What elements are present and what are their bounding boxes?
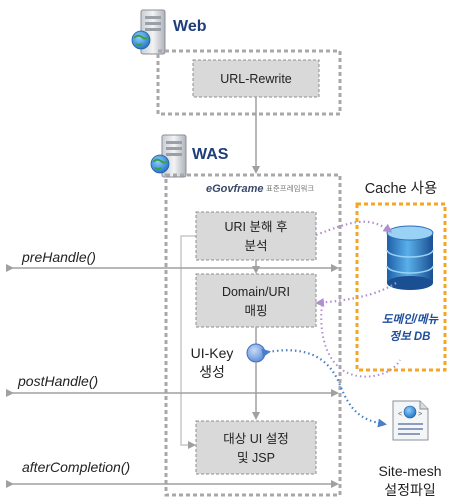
web-label: Web <box>173 18 207 35</box>
domain-mapping-line1: Domain/URI <box>222 285 290 299</box>
was-container-box <box>164 173 342 497</box>
web-server-icon <box>131 9 166 55</box>
egovframe-logo: eGovframe <box>206 183 263 195</box>
egovframe-subtitle: 표준프레임워크 <box>266 184 314 193</box>
url-rewrite-box <box>192 59 320 98</box>
cache-label: Cache 사용 <box>365 180 438 197</box>
database-icon <box>386 225 434 290</box>
target-ui-line2: 및 JSP <box>237 451 275 465</box>
uri-analysis-line1: URI 분해 후 <box>225 220 288 234</box>
target-ui-box <box>195 420 317 475</box>
was-server-icon <box>150 134 187 178</box>
aftercompletion-label: afterCompletion() <box>22 459 130 475</box>
target-ui-line1: 대상 UI 설정 <box>223 432 288 446</box>
left-flow-bracket <box>180 235 196 449</box>
web-container-box <box>156 49 342 116</box>
sitemesh-label-line2: 설정파일 <box>384 482 436 498</box>
was-label: WAS <box>192 146 229 163</box>
mapping-to-db-loop <box>320 304 401 378</box>
db-label-line1: 도메인/메뉴 <box>382 313 440 326</box>
uri-analysis-line2: 분석 <box>244 239 267 253</box>
posthandle-label: postHandle() <box>17 373 98 389</box>
prehandle-label: preHandle() <box>21 249 96 265</box>
ui-key-node <box>246 343 266 363</box>
analysis-to-db-arrow <box>315 220 393 237</box>
db-label-line2: 정보 DB <box>390 330 431 343</box>
domain-mapping-line2: 매핑 <box>244 304 267 318</box>
db-to-mapping-arrow <box>315 282 397 307</box>
url-rewrite-label: URL-Rewrite <box>220 72 292 86</box>
cache-box <box>355 202 447 372</box>
svg-text:>: > <box>418 411 422 419</box>
domain-mapping-box <box>195 273 317 328</box>
sitemesh-label-line1: Site-mesh <box>378 463 441 479</box>
node-sitemesh-arrow <box>261 348 387 428</box>
ui-key-label-line2: 생성 <box>199 364 225 380</box>
uri-analysis-box <box>195 211 317 261</box>
ui-key-label-line1: UI-Key <box>191 345 234 361</box>
sitemesh-file-icon: < > <box>392 400 429 441</box>
svg-text:<: < <box>398 411 402 419</box>
